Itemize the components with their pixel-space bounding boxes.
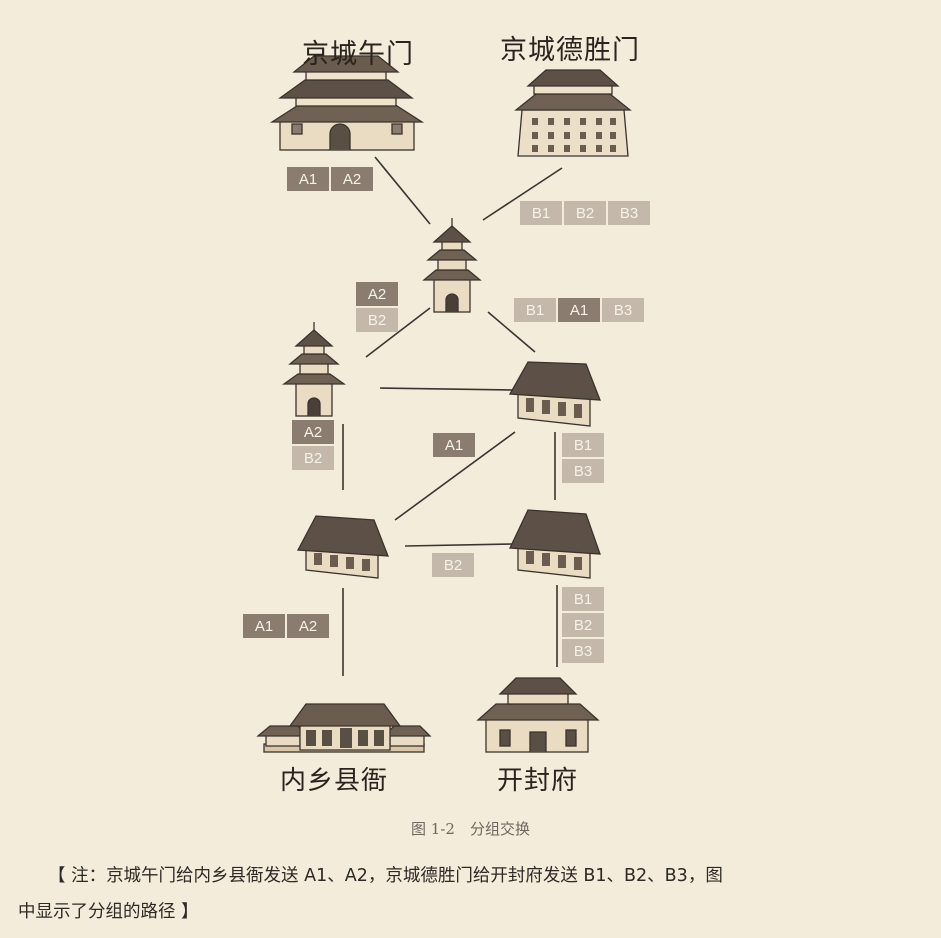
packet-a1: A1: [243, 614, 285, 638]
packet-box: [520, 201, 562, 225]
packet-box: [292, 446, 334, 470]
packet-b1: B1: [514, 298, 556, 322]
link-desheng-router1: [482, 167, 563, 221]
deshengmen-gate-icon: [514, 69, 632, 157]
packet-box: [292, 420, 334, 444]
note-line-2: 中显示了分组的路径 】: [18, 902, 199, 922]
packet-box: [243, 614, 285, 638]
packet-box: [558, 298, 600, 322]
router-2-pagoda-icon: [281, 322, 347, 417]
packet-label: B1: [526, 302, 544, 319]
router-1-pagoda-icon: [422, 218, 482, 313]
neixiang-label: 内乡县衙: [280, 766, 389, 796]
packet-label: B1: [532, 205, 550, 222]
packet-a1: A1: [287, 167, 329, 191]
packet-box: [331, 167, 373, 191]
packet-box: [562, 433, 604, 457]
packet-box: [564, 201, 606, 225]
neixiang-yamen-icon: [256, 703, 432, 753]
note-line-1: 【 注：京城午门给内乡县衙发送 A1、A2，京城德胜门给开封府发送 B1、B2、…: [48, 866, 723, 886]
link-router1-router3: [487, 311, 536, 353]
packet-box: [287, 167, 329, 191]
packet-label: B1: [574, 591, 592, 608]
packet-label: B2: [304, 450, 322, 467]
figure-note: 【 注：京城午门给内乡县衙发送 A1、A2，京城德胜门给开封府发送 B1、B2、…: [18, 858, 918, 930]
packet-box: [608, 201, 650, 225]
packet-label: B3: [614, 302, 632, 319]
packet-label: B3: [574, 463, 592, 480]
packet-label: B3: [574, 643, 592, 660]
packet-b3: B3: [602, 298, 644, 322]
packet-label: B2: [444, 557, 462, 574]
wumen-label: 京城午门: [302, 39, 414, 70]
packet-label: A1: [299, 171, 317, 188]
packet-b3: B3: [562, 459, 604, 483]
router-4-hall-icon: [296, 515, 389, 579]
link-wumen-router1: [374, 156, 431, 225]
packet-a2: A2: [292, 420, 334, 444]
link-router1-router2: [365, 307, 431, 358]
router-3-hall-icon: [508, 361, 601, 427]
packet-label: A2: [368, 286, 386, 303]
kaifeng-label: 开封府: [497, 766, 579, 796]
packet-box: [356, 308, 398, 332]
packet-label: B1: [574, 437, 592, 454]
packet-a2: A2: [356, 282, 398, 306]
packet-box: [514, 298, 556, 322]
packet-b2: B2: [292, 446, 334, 470]
packet-b1: B1: [562, 587, 604, 611]
packet-b1: B1: [562, 433, 604, 457]
packet-label: B2: [368, 312, 386, 329]
packet-label: B2: [576, 205, 594, 222]
packet-label: B2: [574, 617, 592, 634]
packet-b2: B2: [562, 613, 604, 637]
link-router2-router3: [379, 387, 513, 391]
packet-label: A1: [445, 437, 463, 454]
packet-label: A2: [304, 424, 322, 441]
packet-a1: A1: [558, 298, 600, 322]
packet-label: B3: [620, 205, 638, 222]
figure-caption: 图 1-2 分组交换: [411, 820, 530, 838]
packet-b1: B1: [520, 201, 562, 225]
packet-box: [562, 459, 604, 483]
packet-b3: B3: [608, 201, 650, 225]
packet-a2: A2: [287, 614, 329, 638]
network-diagram: A1A2B1B2B3A2B2B1A1B3A2B2A1B1B3B2A1A2B1B2…: [243, 46, 650, 753]
packet-a1: A1: [433, 433, 475, 457]
wumen-gate-icon: [269, 46, 425, 151]
packet-b2: B2: [564, 201, 606, 225]
packet-label: A2: [343, 171, 361, 188]
kaifeng-fu-icon: [476, 677, 600, 753]
packet-box: [562, 587, 604, 611]
link-router3-router4: [394, 431, 516, 521]
packet-box: [562, 639, 604, 663]
packet-box: [602, 298, 644, 322]
packet-label: A1: [570, 302, 588, 319]
packet-b2: B2: [432, 553, 474, 577]
packet-label: A1: [255, 618, 273, 635]
packet-box: [433, 433, 475, 457]
packet-b3: B3: [562, 639, 604, 663]
packet-box: [356, 282, 398, 306]
packet-box: [287, 614, 329, 638]
packet-label: A2: [299, 618, 317, 635]
packet-box: [562, 613, 604, 637]
link-router4-router5: [404, 543, 513, 547]
packet-b2: B2: [356, 308, 398, 332]
router-5-hall-icon: [509, 509, 601, 579]
packet-a2: A2: [331, 167, 373, 191]
deshengmen-label: 京城德胜门: [500, 35, 640, 66]
packet-box: [432, 553, 474, 577]
